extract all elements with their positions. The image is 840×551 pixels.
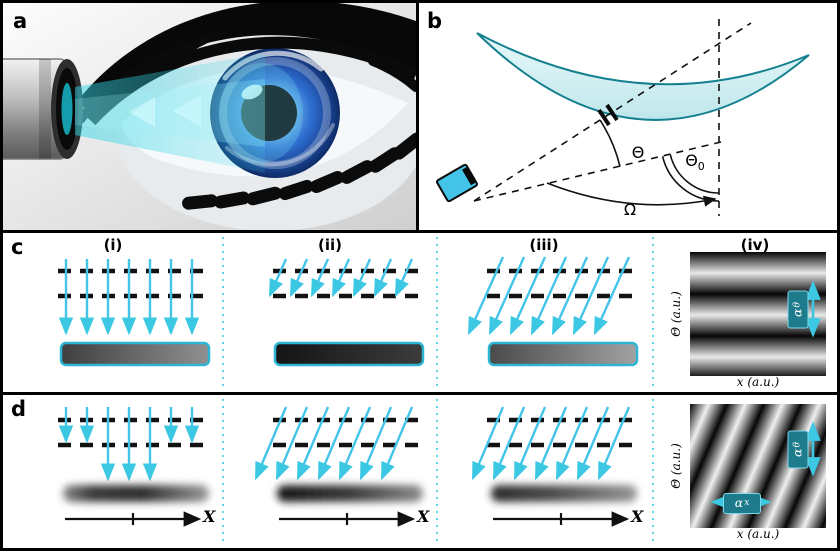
x-axis-label-d2: X [417, 507, 430, 526]
x-axis-label-d1: X [203, 507, 216, 526]
detector-bar-c3 [487, 341, 639, 367]
beam-glow [219, 63, 303, 163]
lower-eyelashes [182, 132, 416, 210]
divider-horizontal-cd [3, 392, 837, 395]
theta0-angle-arc-inner [669, 154, 720, 194]
divider-horizontal-top [3, 230, 837, 233]
blurred-signal-bar-d3 [491, 485, 637, 502]
sublabel-c-i: (i) [103, 236, 123, 254]
slit-marks [597, 103, 619, 127]
alpha-superscript: x [744, 498, 750, 508]
c-iv-alpha-theta-arrow [805, 280, 821, 338]
alpha-symbol: α [789, 308, 805, 317]
illumination-arrows-c1 [58, 259, 200, 336]
row-c-diagram [58, 237, 654, 387]
illumination-arrows-d1 [58, 407, 200, 482]
d-iv-alpha-theta-arrow [805, 421, 821, 477]
scan-beam [75, 53, 265, 173]
cornea-lens-shape [476, 32, 810, 121]
illumination-arrows-d2 [254, 406, 414, 481]
sublabel-c-ii: (ii) [318, 236, 342, 254]
grating-dashed-lines-d [58, 417, 637, 448]
panel-d-label: d [11, 397, 27, 421]
omega-angle-arrow [546, 182, 717, 207]
eye-scanner-illustration [3, 3, 416, 230]
panel-a-label: a [13, 9, 28, 33]
alpha-symbol: α [789, 448, 805, 457]
theta0-label: Θ0 [677, 151, 713, 174]
divider-vertical-ab [416, 3, 419, 230]
light-source [436, 163, 478, 203]
illumination-arrows-c3 [467, 256, 631, 336]
c-iv-xlabel: x (a.u.) [736, 375, 780, 389]
scan-geometry-schematic [436, 19, 810, 216]
panel-c-label: c [11, 235, 24, 259]
blurred-signal-bar-d1 [63, 485, 209, 502]
beam-chevron-icon [173, 95, 201, 127]
beam-chevron-icon [129, 97, 155, 127]
theta-angle-arc [599, 119, 621, 167]
theta0-symbol: Θ [685, 151, 698, 170]
d-iv-xlabel: x (a.u.) [736, 527, 780, 541]
detector-bar-c2 [273, 341, 425, 367]
panel-b-label: b [427, 9, 443, 33]
construction-lines [473, 19, 752, 216]
scanner-device [3, 58, 83, 160]
angle-arcs [546, 119, 720, 207]
detector-bar-c1 [59, 341, 211, 367]
alpha-symbol: α [734, 495, 744, 511]
reference-dashed-line [473, 141, 722, 202]
alpha-superscript: θ [792, 302, 803, 308]
illumination-arrows-d3 [471, 406, 631, 481]
panel-b: b Θ Θ0 Ω [419, 3, 837, 230]
illumination-arrows-c2 [268, 258, 414, 298]
panel-a: a [3, 3, 416, 230]
alpha-superscript: θ [792, 442, 803, 448]
theta0-subscript: 0 [697, 160, 705, 174]
omega-label: Ω [623, 200, 637, 219]
d-iv-ylabel: Θ (a.u.) [669, 443, 683, 489]
dotted-separators-d [222, 399, 654, 543]
sublabel-c-iv: (iv) [740, 236, 770, 254]
row-d-diagram [58, 399, 654, 543]
blurred-signal-bar-d2 [277, 485, 423, 502]
theta-label: Θ [631, 143, 645, 162]
grating-dashed-lines-c [58, 268, 637, 299]
sublabel-c-iii: (iii) [529, 236, 559, 254]
x-axis-arrows-d [65, 511, 630, 527]
beam-axis-dashed-line [473, 22, 752, 202]
x-axis-label-d3: X [631, 507, 644, 526]
c-iv-ylabel: Θ (a.u.) [669, 291, 683, 337]
